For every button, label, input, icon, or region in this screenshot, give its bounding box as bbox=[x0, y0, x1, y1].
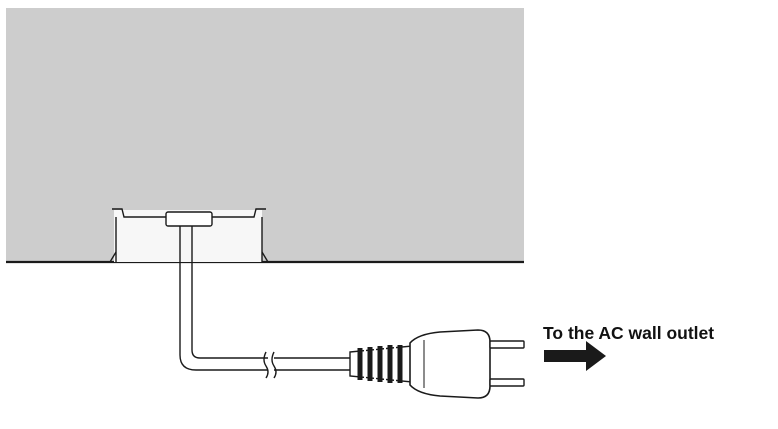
outlet-caption: To the AC wall outlet bbox=[543, 323, 715, 343]
arrow-right-icon bbox=[544, 341, 606, 371]
device-panel bbox=[6, 8, 524, 262]
power-cord bbox=[179, 226, 352, 379]
cable-compartment bbox=[109, 208, 269, 263]
ac-inlet bbox=[165, 211, 213, 227]
power-plug-icon bbox=[349, 329, 525, 399]
